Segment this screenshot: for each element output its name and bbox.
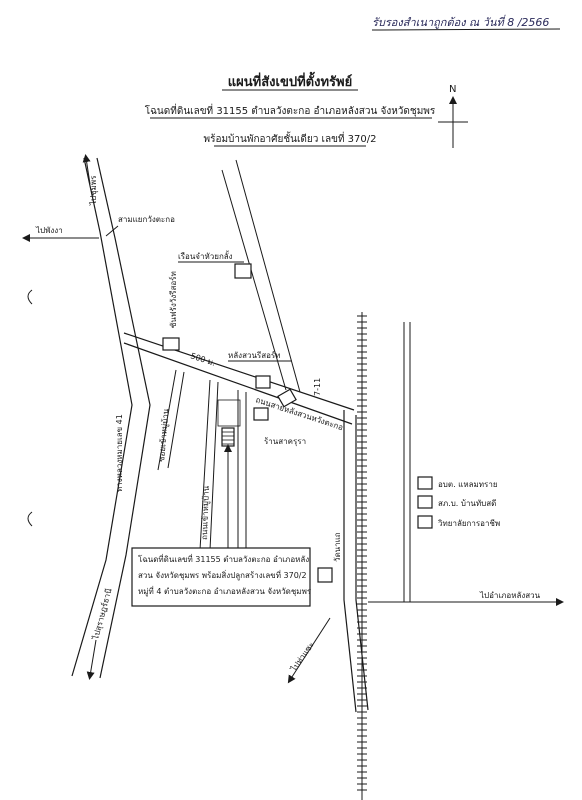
police-box: [417, 495, 433, 509]
rural-road: [123, 332, 355, 425]
property-note-line1: โฉนดที่ดินเลขที่ 31155 ตำบลวังตะกอ อำเภอ…: [138, 553, 309, 564]
highway-41-label: ทางหลวงหมายเลข 41: [115, 414, 124, 492]
junction-pointer: [105, 225, 119, 237]
railway: [357, 312, 367, 800]
to-lang-suan-label: ไปอำเภอหลังสวน: [479, 591, 541, 600]
to-phang-nga-label: ไปพังงา: [35, 226, 63, 235]
obt-label: อบต. แหลมทราย: [438, 480, 498, 489]
north-road-2: [221, 169, 287, 391]
to-chumphon-label: ไปชุมพร: [89, 175, 98, 206]
to-surat-label: ไปสุราษฎร์ธานี: [90, 587, 114, 642]
market-box: [234, 263, 252, 279]
property-note-line3: หมู่ที่ 4 ตำบลวังตะกอ อำเภอหลังสวน จังหว…: [138, 585, 312, 597]
highway-41: [71, 157, 151, 679]
market-label: เรือนจำหัวยกลั้ง: [178, 250, 233, 261]
property-note-line2: สวน จังหวัดชุมพร พร้อมสิ่งปลูกสร้างเลขที…: [138, 569, 307, 581]
north-label: N: [449, 84, 456, 95]
obt-box: [417, 476, 433, 490]
sign-711-label: 7-11: [313, 378, 322, 396]
to-chumphon-arrow: [82, 154, 91, 185]
temple-box: [317, 567, 333, 583]
map-title: แผนที่สังเขปที่ตั้งทรัพย์: [228, 71, 352, 90]
small-road-label: ถนนเข้าหมู่บ้าน: [200, 485, 212, 540]
soi-1b: [167, 371, 185, 469]
wang-takho-junction-label: สามแยกวังตะกอ: [118, 215, 175, 224]
shop-label: ร้านสาครุรา: [264, 437, 306, 446]
resort-box: [255, 375, 271, 389]
soi-2b: [209, 381, 219, 551]
handwritten-underline: [371, 28, 561, 31]
main-vertical-road: [343, 410, 369, 713]
soi-2: [199, 379, 211, 551]
college-box: [417, 515, 433, 529]
soi-1: [157, 369, 177, 471]
tha-sae-road: [287, 617, 331, 684]
to-tha-sae-label: ไปท่าแซะ: [289, 640, 316, 674]
lot-outline: [217, 399, 241, 427]
rubber-box: [162, 337, 180, 351]
to-surat-arrow: [86, 639, 97, 680]
police-label: สภ.บ. บ้านทับสดี: [438, 499, 496, 508]
temple-label: วัดนาแถ: [333, 532, 342, 562]
property-marker: [221, 427, 235, 447]
handwritten-note: รับรองสำเนาถูกต้อง ณ วันที่ 8 /2566: [372, 14, 549, 29]
resort-label: หลังสวนรีสอร์ท: [228, 350, 280, 360]
north-road-1: [235, 159, 301, 393]
college-label: วิทยาลัยการอาชีพ: [437, 519, 500, 528]
north-arrow-icon: [438, 96, 468, 148]
rubber-label: ซันฟรังวังรีสอร์ท: [168, 271, 178, 328]
soi-label: ซอยเข้าหมู่บ้าน: [157, 408, 172, 462]
map-subtitle-1: โฉนดที่ดินเลขที่ 31155 ตำบลวังตะกอ อำเภอ…: [145, 103, 436, 117]
punch-hole-bottom: [27, 511, 33, 527]
map-subtitle-2: พร้อมบ้านพักอาศัยชั้นเดียว เลขที่ 370/2: [204, 131, 377, 145]
property-note-box: [131, 547, 311, 607]
punch-hole-top: [27, 289, 33, 305]
shop-box: [253, 407, 269, 421]
distance-label: 500 ม.: [189, 351, 216, 367]
shop-711-box: [277, 388, 297, 408]
